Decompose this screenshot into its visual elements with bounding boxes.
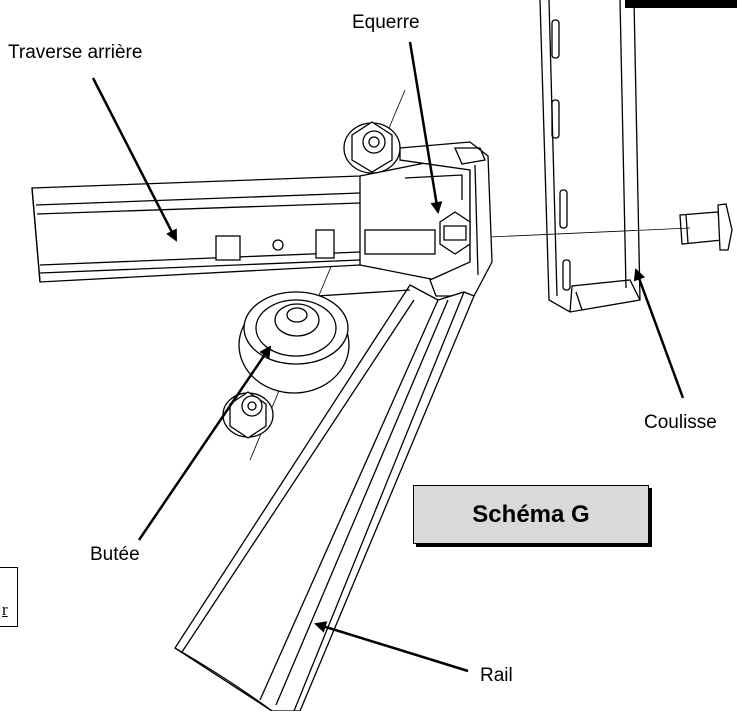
butee-part bbox=[238, 291, 350, 394]
upper-nut bbox=[343, 121, 401, 174]
arrow-rail bbox=[314, 621, 469, 673]
schema-title-box: Schéma G bbox=[413, 485, 649, 544]
label-coulisse: Coulisse bbox=[644, 412, 717, 433]
label-traverse-arriere: Traverse arrière bbox=[8, 42, 143, 63]
axis-line-horizontal bbox=[467, 227, 691, 239]
arrow-butee bbox=[137, 345, 272, 541]
page-corner-tab bbox=[625, 0, 737, 8]
rail-part bbox=[174, 284, 475, 712]
lower-nut bbox=[222, 391, 274, 439]
arrow-equerre bbox=[408, 41, 443, 214]
bolt-part bbox=[679, 203, 733, 251]
corner-note-text: r bbox=[2, 600, 8, 619]
corner-note-box: r bbox=[0, 567, 18, 627]
label-rail: Rail bbox=[480, 665, 513, 686]
label-equerre: Equerre bbox=[352, 12, 420, 33]
arrow-coulisse bbox=[633, 268, 685, 399]
equerre-part bbox=[399, 141, 493, 297]
coulisse-part bbox=[539, 0, 641, 313]
arrow-traverse bbox=[91, 77, 178, 242]
label-butee: Butée bbox=[90, 544, 140, 565]
traverse-part bbox=[31, 159, 471, 291]
schema-title: Schéma G bbox=[472, 500, 590, 528]
